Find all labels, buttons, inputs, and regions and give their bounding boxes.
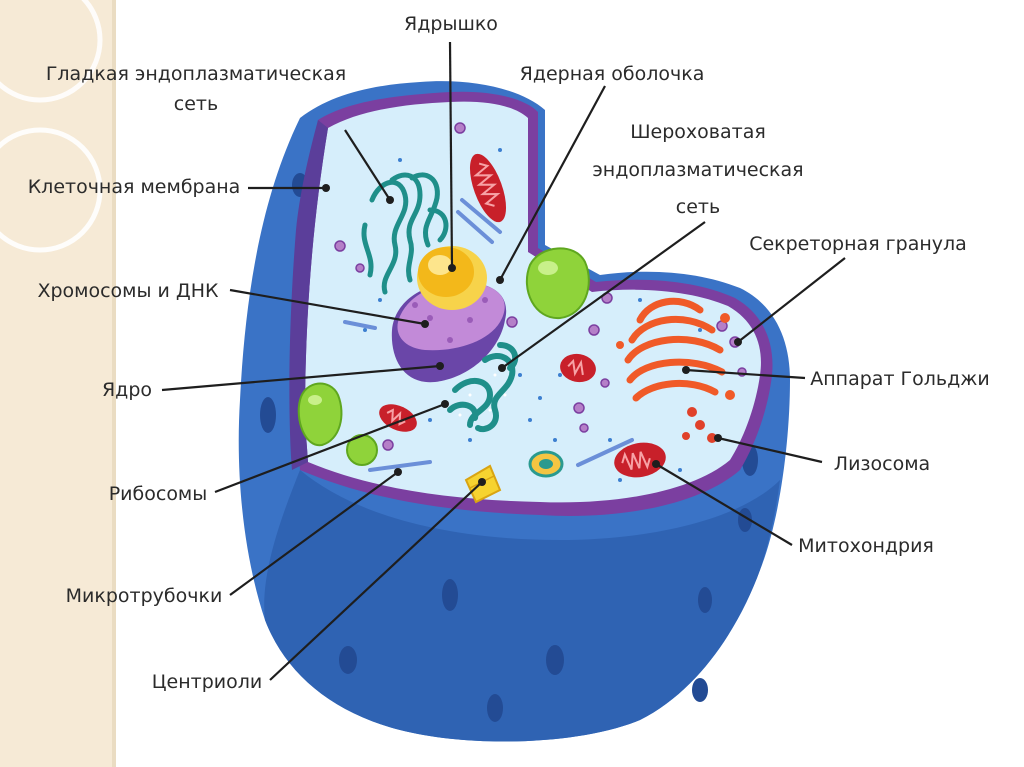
label-lysosome: Лизосома (834, 453, 930, 475)
label-secretory-granule: Секреторная гранула (749, 233, 967, 255)
label-nuclear-envelope: Ядерная оболочка (520, 63, 705, 85)
label-golgi: Аппарат Гольджи (810, 368, 989, 390)
label-microtubules: Микротрубочки (66, 585, 223, 607)
label-smooth-er-line1: Гладкая эндоплазматическая (46, 63, 346, 85)
label-centrioles: Центриоли (152, 671, 262, 693)
vesicle (530, 452, 562, 476)
label-rough-er-line1: Шероховатая (630, 121, 766, 143)
label-nucleolus: Ядрышко (404, 13, 498, 35)
label-mitochondria: Митохондрия (798, 535, 934, 557)
label-smooth-er-line2: сеть (174, 93, 218, 115)
decorative-rings (0, 0, 100, 250)
label-nucleus: Ядро (102, 379, 152, 401)
label-ribosomes: Рибосомы (109, 483, 208, 505)
label-rough-er-line3: сеть (676, 196, 720, 218)
label-rough-er-line2: эндоплазматическая (592, 159, 803, 181)
label-chromosomes: Хромосомы и ДНК (37, 280, 219, 302)
label-cell-membrane: Клеточная мембрана (28, 176, 241, 198)
